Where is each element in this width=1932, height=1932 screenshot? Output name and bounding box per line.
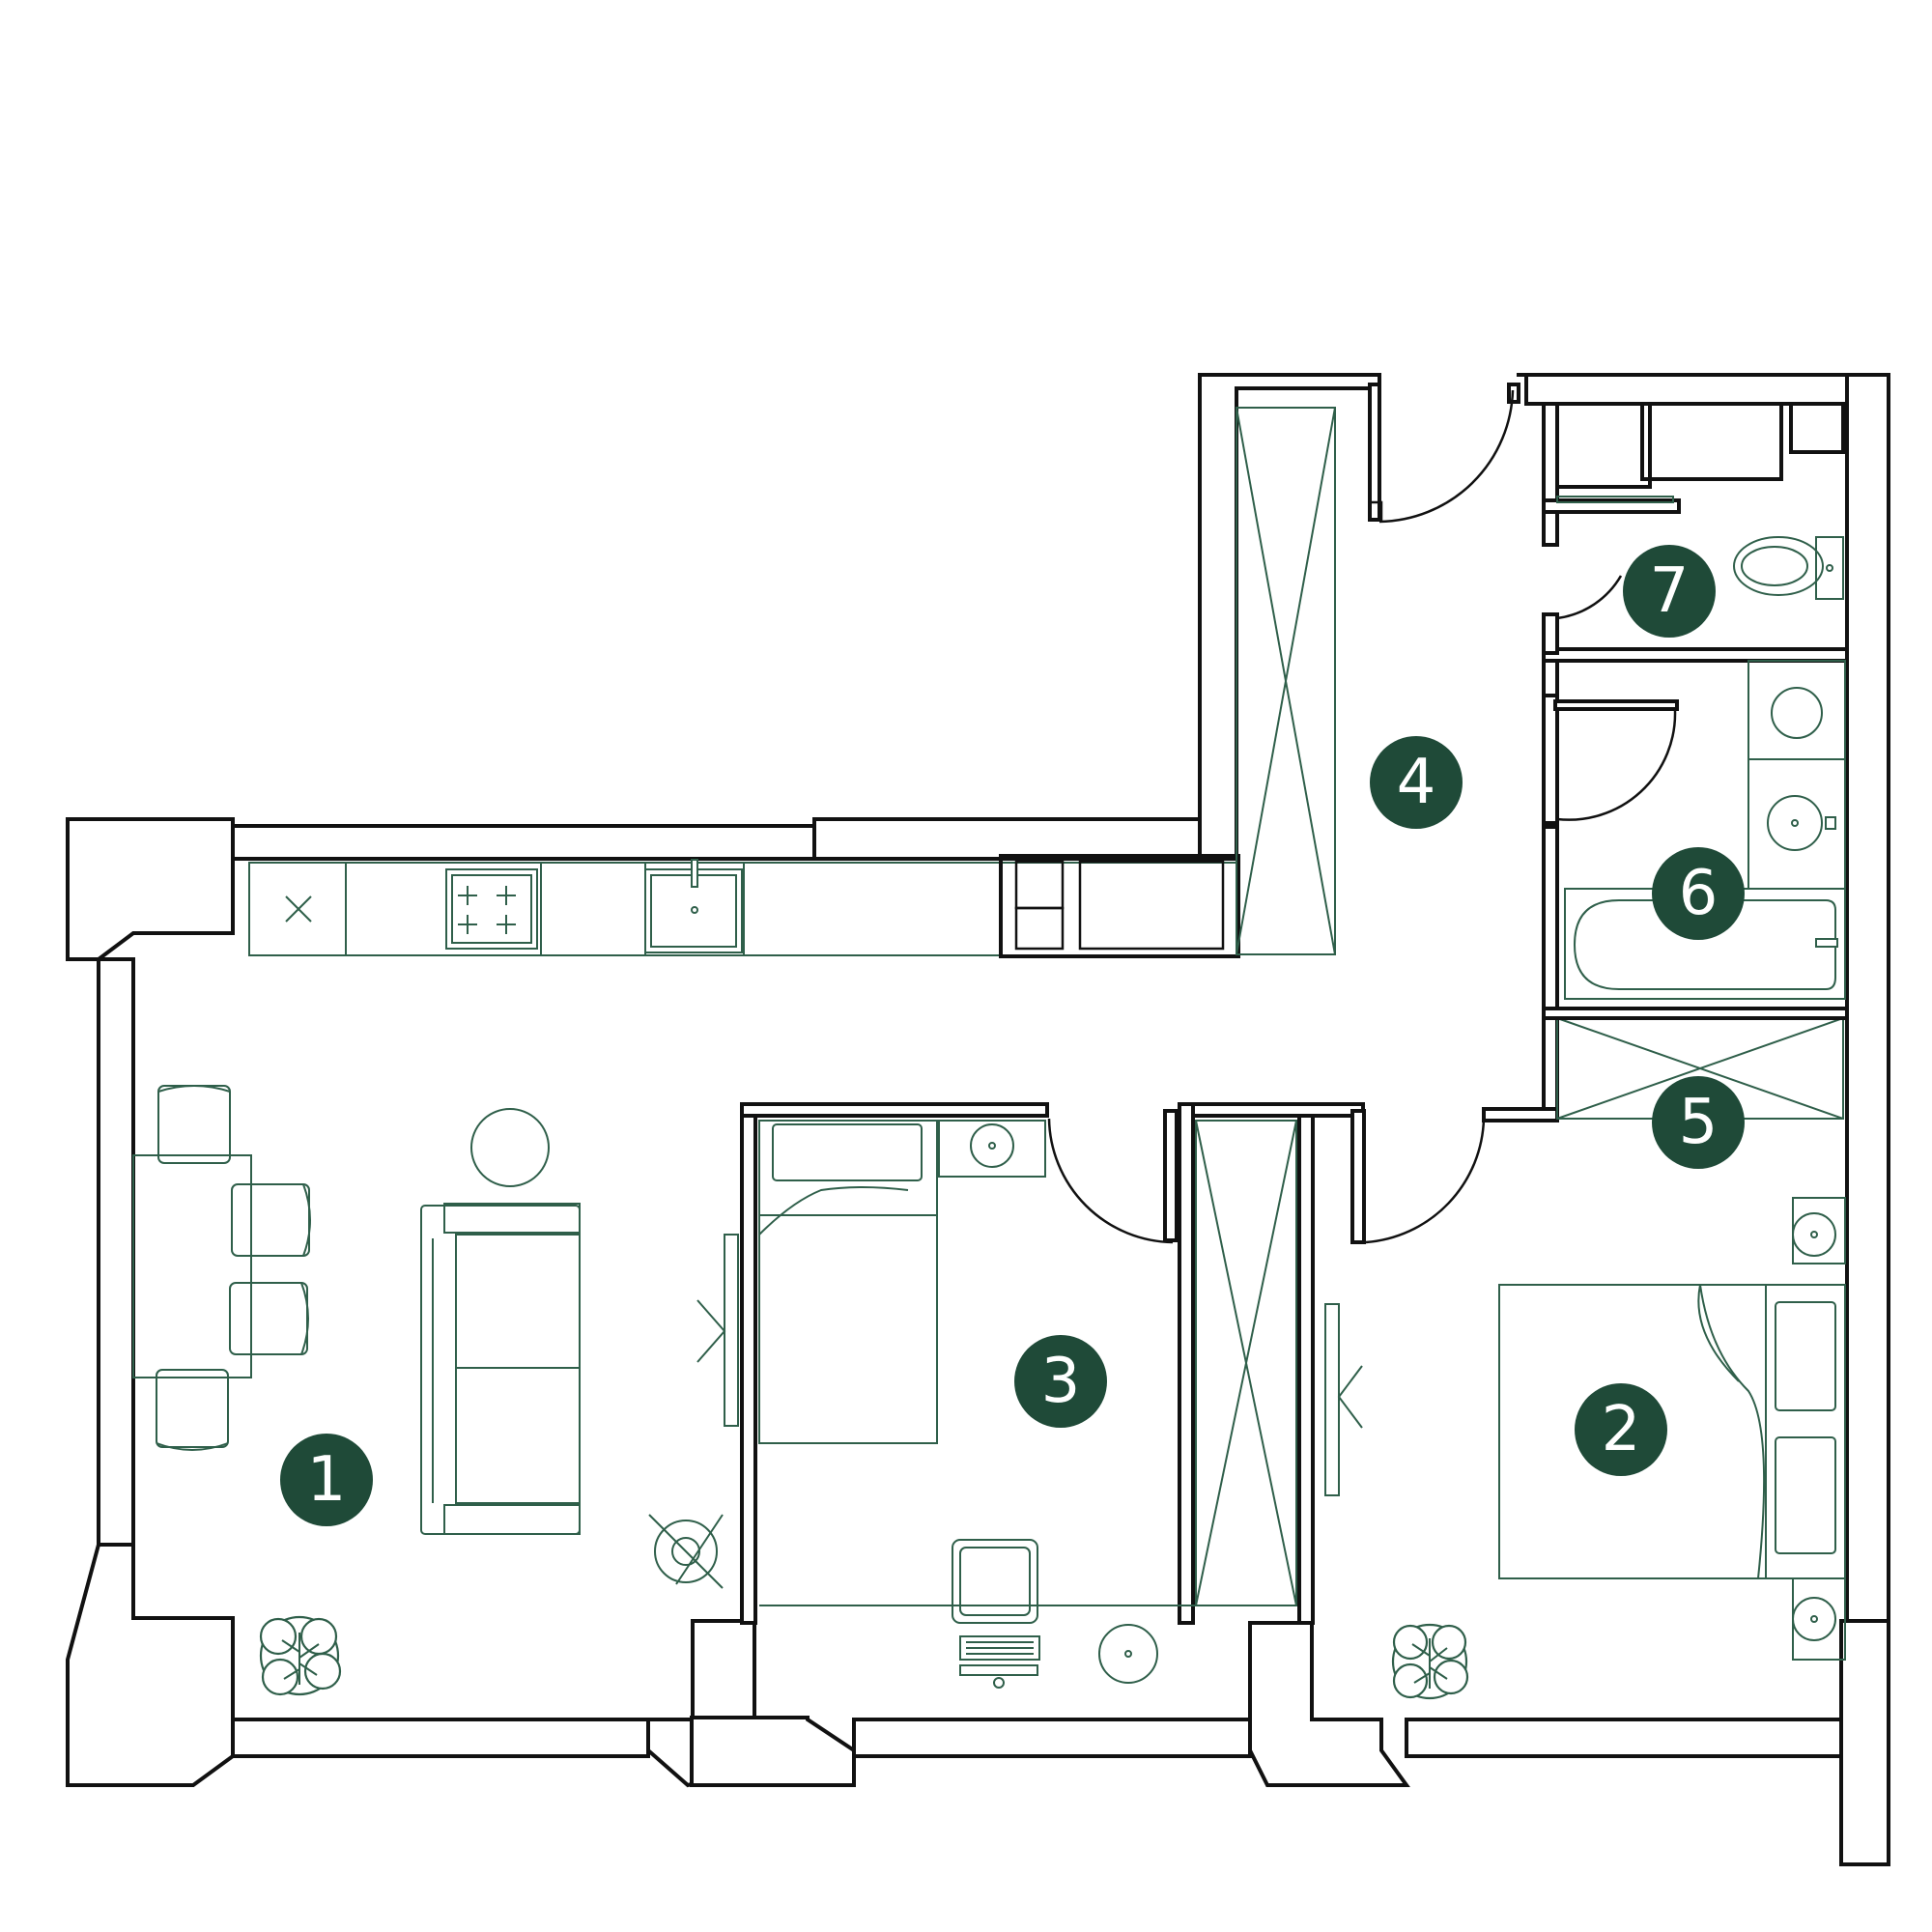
- room-1-marker: 1: [280, 1434, 373, 1526]
- plant-icon: [1391, 1623, 1469, 1700]
- room-7-marker: 7: [1623, 545, 1716, 638]
- washing-machine-icon: [1771, 687, 1823, 739]
- room-5-marker: 5: [1652, 1076, 1745, 1169]
- room-2-label: 2: [1602, 1394, 1641, 1465]
- keyboard-icon: [959, 1635, 1040, 1689]
- toilet-room-fixtures: [1542, 402, 1845, 655]
- fridge-icon: [999, 854, 1240, 958]
- bed-icon: [1498, 1284, 1846, 1579]
- room-3-label: 3: [1041, 1346, 1081, 1417]
- storage-wardrobe-icon: [1542, 1007, 1849, 1120]
- room-7-label: 7: [1650, 555, 1690, 627]
- desk-icon: [759, 1539, 1202, 1689]
- room3-wardrobe-icon: [1195, 1120, 1297, 1606]
- toilet-icon: [1733, 536, 1844, 600]
- exterior-walls: [66, 373, 1890, 1866]
- chair-icon: [952, 1539, 1038, 1624]
- bathroom-fixtures: [1542, 660, 1846, 1000]
- chair-icon: [156, 1085, 311, 1451]
- room-6-label: 6: [1679, 858, 1719, 929]
- sofa-icon: [420, 1203, 581, 1535]
- room-3-marker: 3: [1014, 1335, 1107, 1428]
- bed-icon: [758, 1120, 938, 1444]
- room-4-marker: 4: [1370, 736, 1463, 829]
- plant-icon: [259, 1615, 342, 1696]
- entrance-door-icon: [1368, 383, 1520, 524]
- stove-icon: [445, 868, 538, 950]
- nightstand-icon: [1792, 1197, 1846, 1661]
- room-2-marker: 2: [1575, 1383, 1667, 1476]
- lamp-icon: [648, 1514, 724, 1589]
- wardrobe-icon: [1236, 407, 1336, 955]
- dining-set: [132, 1085, 311, 1451]
- room-1-label: 1: [307, 1444, 347, 1516]
- room-5-label: 5: [1679, 1087, 1719, 1158]
- desk-lamp-icon: [1098, 1624, 1158, 1684]
- nightstand-icon: [938, 1120, 1046, 1178]
- bedroom-window-icon: [1324, 1303, 1363, 1496]
- washbasin-icon: [1767, 795, 1836, 851]
- room-4-label: 4: [1397, 747, 1436, 818]
- round-table-icon: [470, 1108, 550, 1187]
- kitchen-counter: [248, 854, 1240, 958]
- door-icon: [1047, 1109, 1486, 1244]
- room-6-marker: 6: [1652, 847, 1745, 940]
- window-icon: [696, 1234, 739, 1427]
- sink-icon: [644, 859, 743, 953]
- dishwasher-icon: [285, 895, 312, 923]
